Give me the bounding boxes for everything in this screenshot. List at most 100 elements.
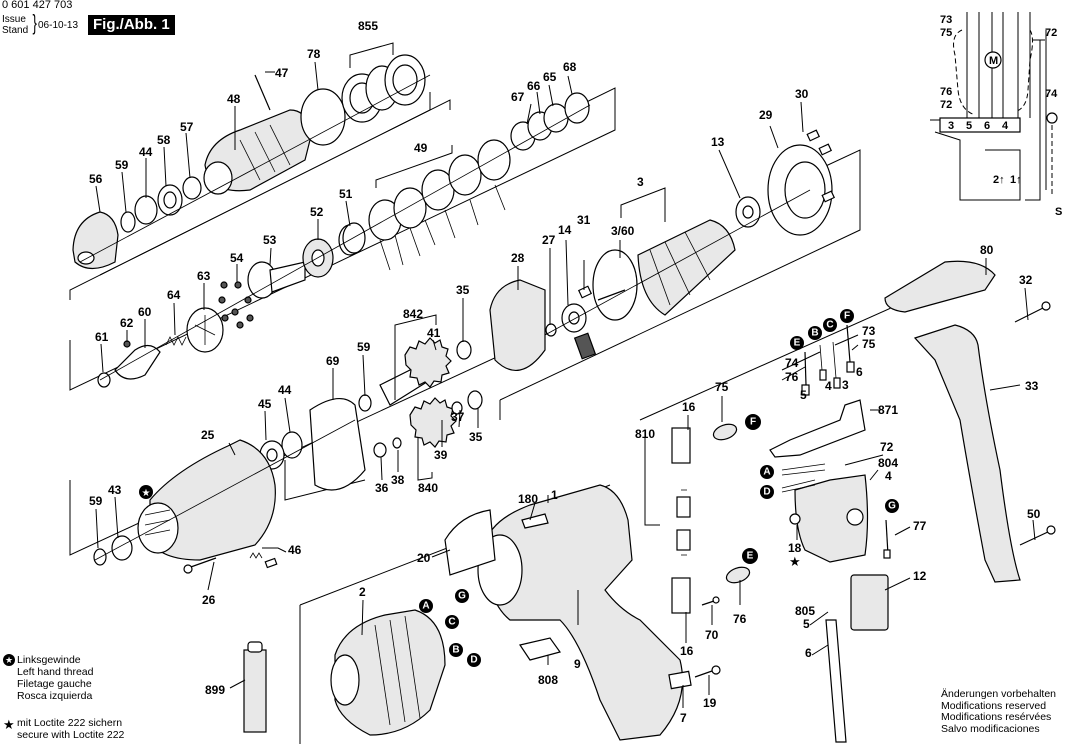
label-44: 44 bbox=[139, 145, 153, 159]
part-65-washer[interactable] bbox=[543, 103, 569, 133]
part-30-pins[interactable] bbox=[806, 129, 836, 203]
part-50-screw[interactable] bbox=[1019, 525, 1056, 546]
part-39-gear[interactable] bbox=[409, 397, 457, 448]
label-72: 72 bbox=[880, 440, 894, 454]
legend-loctite-en: secure with Loctite 222 bbox=[17, 729, 125, 741]
part-38-washer[interactable] bbox=[392, 437, 402, 449]
label-70: 70 bbox=[705, 628, 719, 642]
label-t4: 4 bbox=[825, 379, 832, 393]
leader-lines bbox=[95, 42, 1036, 708]
label-805: 805 bbox=[795, 604, 815, 618]
label-7: 7 bbox=[680, 711, 687, 725]
part-7-clamp[interactable] bbox=[668, 670, 692, 690]
part-29-brush-holder[interactable] bbox=[767, 144, 833, 236]
part-18-screw[interactable] bbox=[789, 513, 801, 525]
part-855-bearing-set[interactable] bbox=[341, 54, 426, 123]
part-53-disc[interactable] bbox=[247, 261, 306, 299]
part-16-brush-holder-b[interactable] bbox=[671, 577, 691, 614]
part-57-seal[interactable] bbox=[182, 176, 202, 200]
label-3: 3 bbox=[637, 175, 644, 189]
part-43-sleeve[interactable] bbox=[111, 535, 133, 561]
part-60-spindle[interactable] bbox=[114, 344, 161, 380]
label-53: 53 bbox=[263, 233, 277, 247]
part-3-armature[interactable] bbox=[592, 219, 736, 321]
part-56-cap[interactable] bbox=[72, 211, 119, 270]
label-38: 38 bbox=[391, 473, 405, 487]
callout-F-brush: F bbox=[745, 414, 761, 430]
legend-lh-en: Left hand thread bbox=[17, 666, 94, 678]
callout-G-switch: G bbox=[885, 499, 899, 513]
switch-terminal-1: 1↑ bbox=[1010, 174, 1022, 186]
part-35-bearing-b[interactable] bbox=[467, 390, 483, 410]
wire-label-74: 74 bbox=[1045, 88, 1058, 100]
part-77-connector[interactable] bbox=[883, 519, 891, 559]
part-54-balls[interactable] bbox=[218, 281, 254, 329]
part-16-brush-holder-a[interactable] bbox=[671, 427, 691, 464]
part-69-gasket[interactable] bbox=[309, 398, 366, 491]
part-70-screw[interactable] bbox=[701, 596, 720, 606]
part-25-gear-housing[interactable] bbox=[137, 439, 276, 561]
callout-A-switch: A bbox=[760, 465, 774, 479]
part-26-screw[interactable] bbox=[183, 557, 217, 574]
wire-F-73-75 bbox=[846, 324, 855, 373]
part-80-handle-cover[interactable] bbox=[884, 260, 996, 313]
part-58-bearing[interactable] bbox=[157, 184, 183, 216]
part-49-clutch-set[interactable] bbox=[368, 139, 511, 271]
part-64-spring[interactable] bbox=[165, 336, 187, 346]
svg-text:C: C bbox=[448, 617, 455, 628]
part-842-spindle[interactable] bbox=[379, 337, 452, 406]
part-59-ring[interactable] bbox=[120, 211, 136, 233]
part-72-wires[interactable] bbox=[781, 463, 826, 493]
part-804-switch[interactable] bbox=[794, 474, 869, 563]
part-78-ring[interactable] bbox=[300, 88, 346, 146]
label-28: 28 bbox=[511, 251, 525, 265]
part-32-screw[interactable] bbox=[1014, 301, 1051, 323]
part-13-bearing[interactable] bbox=[735, 196, 761, 228]
part-76-suppressor[interactable] bbox=[724, 564, 751, 585]
label-5: 5 bbox=[803, 617, 810, 631]
part-19-screw[interactable] bbox=[694, 665, 721, 678]
label-t3: 3 bbox=[842, 378, 849, 392]
issue-date: 06-10-13 bbox=[38, 20, 79, 31]
label-1: 1 bbox=[551, 488, 558, 502]
part-63-clutch-disc[interactable] bbox=[186, 307, 224, 353]
part-44-ring[interactable] bbox=[134, 195, 158, 225]
part-899-grease-tube[interactable] bbox=[243, 641, 267, 733]
label-59: 59 bbox=[115, 158, 129, 172]
part-14-bearing[interactable] bbox=[561, 303, 587, 333]
wiring-terminal-4: 4 bbox=[1002, 120, 1009, 132]
svg-text:B: B bbox=[811, 328, 818, 339]
part-6-cord[interactable] bbox=[825, 619, 847, 743]
part-871-switch-lever[interactable] bbox=[769, 399, 866, 458]
label-35: 35 bbox=[456, 283, 470, 297]
part-810-brush-set[interactable] bbox=[676, 489, 691, 556]
frame-housing-group bbox=[69, 329, 556, 556]
part-75-suppressor[interactable] bbox=[711, 421, 738, 442]
part-48-hammer-sleeve[interactable] bbox=[203, 109, 311, 195]
part-2-field[interactable] bbox=[330, 609, 446, 736]
part-1-motor-housing[interactable] bbox=[477, 484, 684, 741]
wiring-diagram: M 3 5 6 4 2↑ 1↑ S 73 75 72 76 72 74 bbox=[930, 12, 1062, 218]
callout-D-field: D bbox=[467, 653, 481, 667]
part-31-screw[interactable] bbox=[577, 285, 593, 299]
label-25: 25 bbox=[201, 428, 215, 442]
part-33-handle[interactable] bbox=[913, 324, 1021, 583]
part-28-bearing-plate[interactable] bbox=[489, 279, 546, 371]
part-36-bearing[interactable] bbox=[373, 442, 387, 458]
label-20: 20 bbox=[417, 551, 431, 565]
svg-text:E: E bbox=[794, 338, 801, 349]
part-59-circlip[interactable] bbox=[358, 394, 372, 412]
svg-text:G: G bbox=[888, 501, 896, 512]
issue-label: Issue bbox=[2, 14, 26, 25]
svg-text:F: F bbox=[750, 417, 756, 428]
wire-label-75: 75 bbox=[940, 27, 952, 39]
part-47-pin[interactable] bbox=[254, 74, 271, 111]
label-49: 49 bbox=[414, 141, 428, 155]
mods-es: Salvo modificaciones bbox=[941, 722, 1040, 735]
label-59b: 59 bbox=[357, 340, 371, 354]
callout-B-top: B bbox=[808, 326, 822, 340]
header-document-number: 0 601 427 703 bbox=[2, 0, 73, 11]
part-35-bearing[interactable] bbox=[456, 340, 472, 360]
part-46-spring-pin[interactable] bbox=[249, 552, 278, 569]
part-12-capacitor[interactable] bbox=[850, 574, 889, 631]
